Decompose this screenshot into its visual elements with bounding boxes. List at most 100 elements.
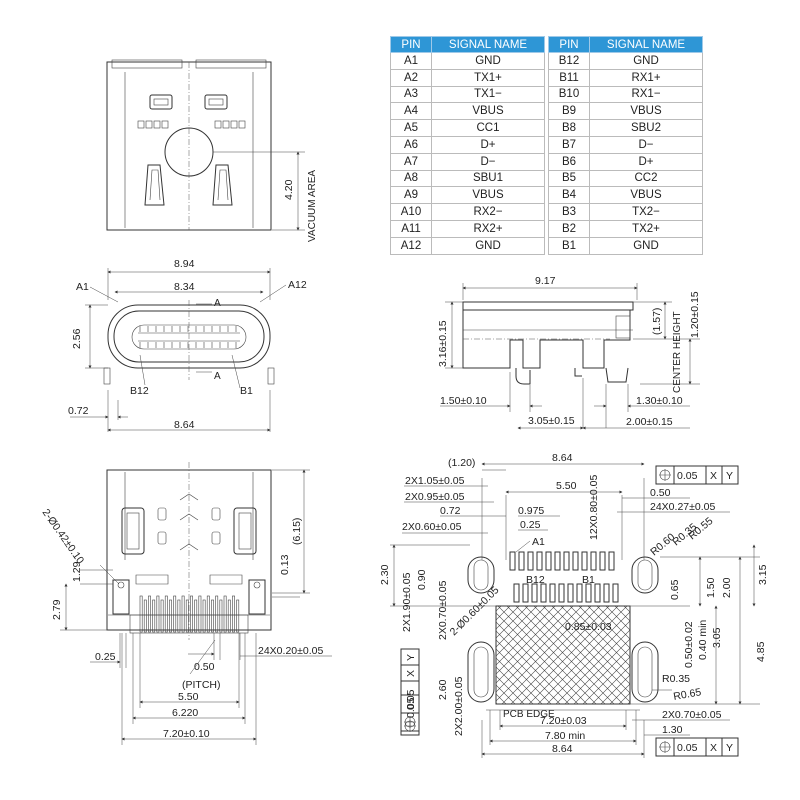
dim-0-13: 0.13 (279, 554, 291, 575)
pin-lead (190, 595, 193, 633)
holes-label: 2-Ø0.42±0.10 (40, 507, 87, 567)
top-view: 4.20 VACUUM AREA (106, 59, 318, 242)
pin-lead (185, 599, 189, 633)
dim-3-05: 3.05±0.15 (528, 415, 575, 427)
dim-2-79: 2.79 (51, 599, 63, 620)
pad-row-b (594, 583, 601, 603)
fp-hole-0-60: 2-Ø0.60±0.05 (448, 584, 502, 638)
fp-slot-0-70b: 2X0.70±0.05 (662, 709, 722, 721)
dim-2-00: 2.00±0.15 (626, 416, 673, 428)
dim-pitch: 0.50 (194, 661, 215, 673)
pad-row-b (513, 583, 520, 603)
pad-row-a (536, 551, 543, 571)
fp-slot-1-05: 2X1.05±0.05 (405, 475, 465, 487)
gdt-datum-2: Y (405, 654, 417, 661)
pad-row-a (563, 551, 570, 571)
label-a1: A1 (76, 281, 89, 293)
gdt-frame-4: 0.05 X Y (655, 737, 739, 757)
dim-7-20: 7.20±0.10 (163, 728, 210, 740)
fp-width-7-20: 7.20±0.03 (540, 715, 587, 727)
fp-slot-0-70: 2X0.70±0.05 (437, 580, 449, 640)
pin-lead (236, 599, 240, 633)
pad-row-b (522, 583, 529, 603)
pin-lead (211, 599, 214, 633)
fp-pad-0-80: 12X0.80±0.05 (588, 475, 600, 540)
dim-1-29: 1.29 (71, 561, 83, 582)
gdt-tol: 0.05 (677, 742, 698, 754)
dim-4-20: 4.20 (283, 179, 295, 200)
fp-dim-0-90: 0.90 (416, 569, 428, 590)
fp-slot-0-60: 2X0.60±0.05 (402, 521, 462, 533)
pad-row-b (549, 583, 556, 603)
pin-lead (223, 595, 227, 633)
label-b12: B12 (130, 385, 149, 397)
section-a-bottom: A (214, 371, 221, 382)
dim-9-17: 9.17 (535, 275, 556, 287)
pin-lead (206, 595, 210, 633)
signal-cell: D− (431, 152, 545, 171)
pin-lead (160, 599, 164, 633)
signal-cell: VBUS (589, 186, 703, 205)
header-signal: SIGNAL NAME (589, 36, 703, 53)
pin-lead (139, 595, 143, 633)
fp-r055: R0.55 (686, 515, 715, 542)
pin-cell: A7 (390, 152, 432, 171)
dim-1-57: (1.57) (651, 308, 663, 335)
pin-cell: B6 (548, 152, 590, 171)
pad-row-b (567, 583, 574, 603)
dim-8-94: 8.94 (174, 258, 195, 270)
fp-width-8-64: 8.64 (552, 743, 573, 755)
fp-label-a1: A1 (532, 536, 545, 548)
front-view: 8.94 8.34 A1 A12 A 2.56 A B12 B1 0.72 (68, 258, 307, 432)
pin-lead (194, 599, 198, 633)
fp-dim-1-50: 1.50 (705, 577, 717, 598)
fp-pad-5-50: 5.50 (556, 480, 577, 492)
fp-r060: R0.60 (648, 531, 677, 558)
fp-dim-2-30: 2.30 (379, 564, 391, 585)
pin-cell: A8 (390, 169, 432, 188)
dim-8-64: 8.64 (174, 419, 195, 431)
gdt-frame-3: 0.05 (400, 694, 420, 736)
header-pin: PIN (548, 36, 590, 53)
pin-cell: B10 (548, 85, 590, 104)
signal-cell: GND (431, 236, 545, 255)
signal-cell: RX2+ (431, 219, 545, 238)
fp-slot-2-00: 2X2.00±0.05 (453, 676, 465, 736)
fp-dim-0-85: 0.85±0.03 (565, 621, 612, 633)
dim-5-50: 5.50 (178, 691, 199, 703)
signal-cell: TX2− (589, 203, 703, 221)
pin-width-label: 24X0.20±0.05 (258, 645, 323, 657)
side-view: 9.17 3.16±0.15 (1.57) CENTER HEIGHT 1.20… (437, 275, 701, 430)
gdt-datum-2: Y (726, 470, 733, 482)
fp-r065: R0.65 (672, 686, 702, 703)
pad-row-b (558, 583, 565, 603)
gdt-datum-1: X (710, 470, 717, 482)
pad-row-a (590, 551, 597, 571)
pitch-label: (PITCH) (182, 679, 221, 691)
dim-2-56: 2.56 (71, 328, 83, 349)
fp-dim-0-50b: 0.50±0.02 (683, 621, 695, 668)
gdt-datum-1: X (710, 742, 717, 754)
pin-lead (227, 599, 231, 633)
pad-row-b (576, 583, 583, 603)
pin-lead (164, 595, 168, 633)
table-header-row: PIN SIGNAL NAME (390, 36, 545, 53)
fp-dim-1-30: 1.30 (662, 724, 683, 736)
fp-r035b: R0.35 (662, 673, 690, 685)
vacuum-area-label: VACUUM AREA (307, 170, 318, 242)
pad-row-a (545, 551, 552, 571)
pin-lead (219, 599, 223, 633)
fp-dim-0-50: 0.50 (650, 487, 671, 499)
label-a12: A12 (288, 279, 307, 291)
label-b1: B1 (240, 385, 253, 397)
dim-6-220: 6.220 (172, 707, 198, 719)
fp-label-b12: B12 (526, 574, 545, 586)
